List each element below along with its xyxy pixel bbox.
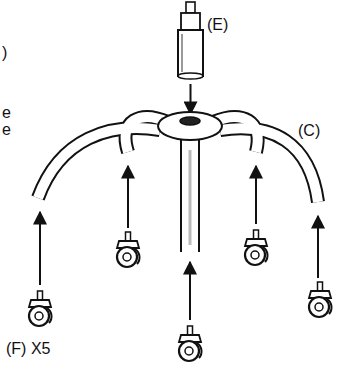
part-label: (F) X5 [6, 340, 50, 357]
insert-arrows [40, 166, 318, 320]
part-label: e [2, 104, 11, 121]
gas-cylinder [178, 2, 203, 79]
part-label-box: e [2, 104, 11, 122]
part-label: ) [2, 44, 7, 61]
part-label-box: (C) [298, 122, 320, 140]
part-label-box: (F) X5 [6, 340, 50, 358]
part-label: (E) [207, 16, 228, 33]
star-base [38, 112, 318, 252]
part-label: e [2, 121, 11, 138]
part-label-box: e [2, 121, 11, 139]
part-label-box: (E) [207, 16, 228, 34]
part-label-box: ) [2, 44, 7, 62]
insert-arrow [190, 84, 192, 114]
part-label: (C) [298, 122, 320, 139]
casters [29, 230, 332, 361]
